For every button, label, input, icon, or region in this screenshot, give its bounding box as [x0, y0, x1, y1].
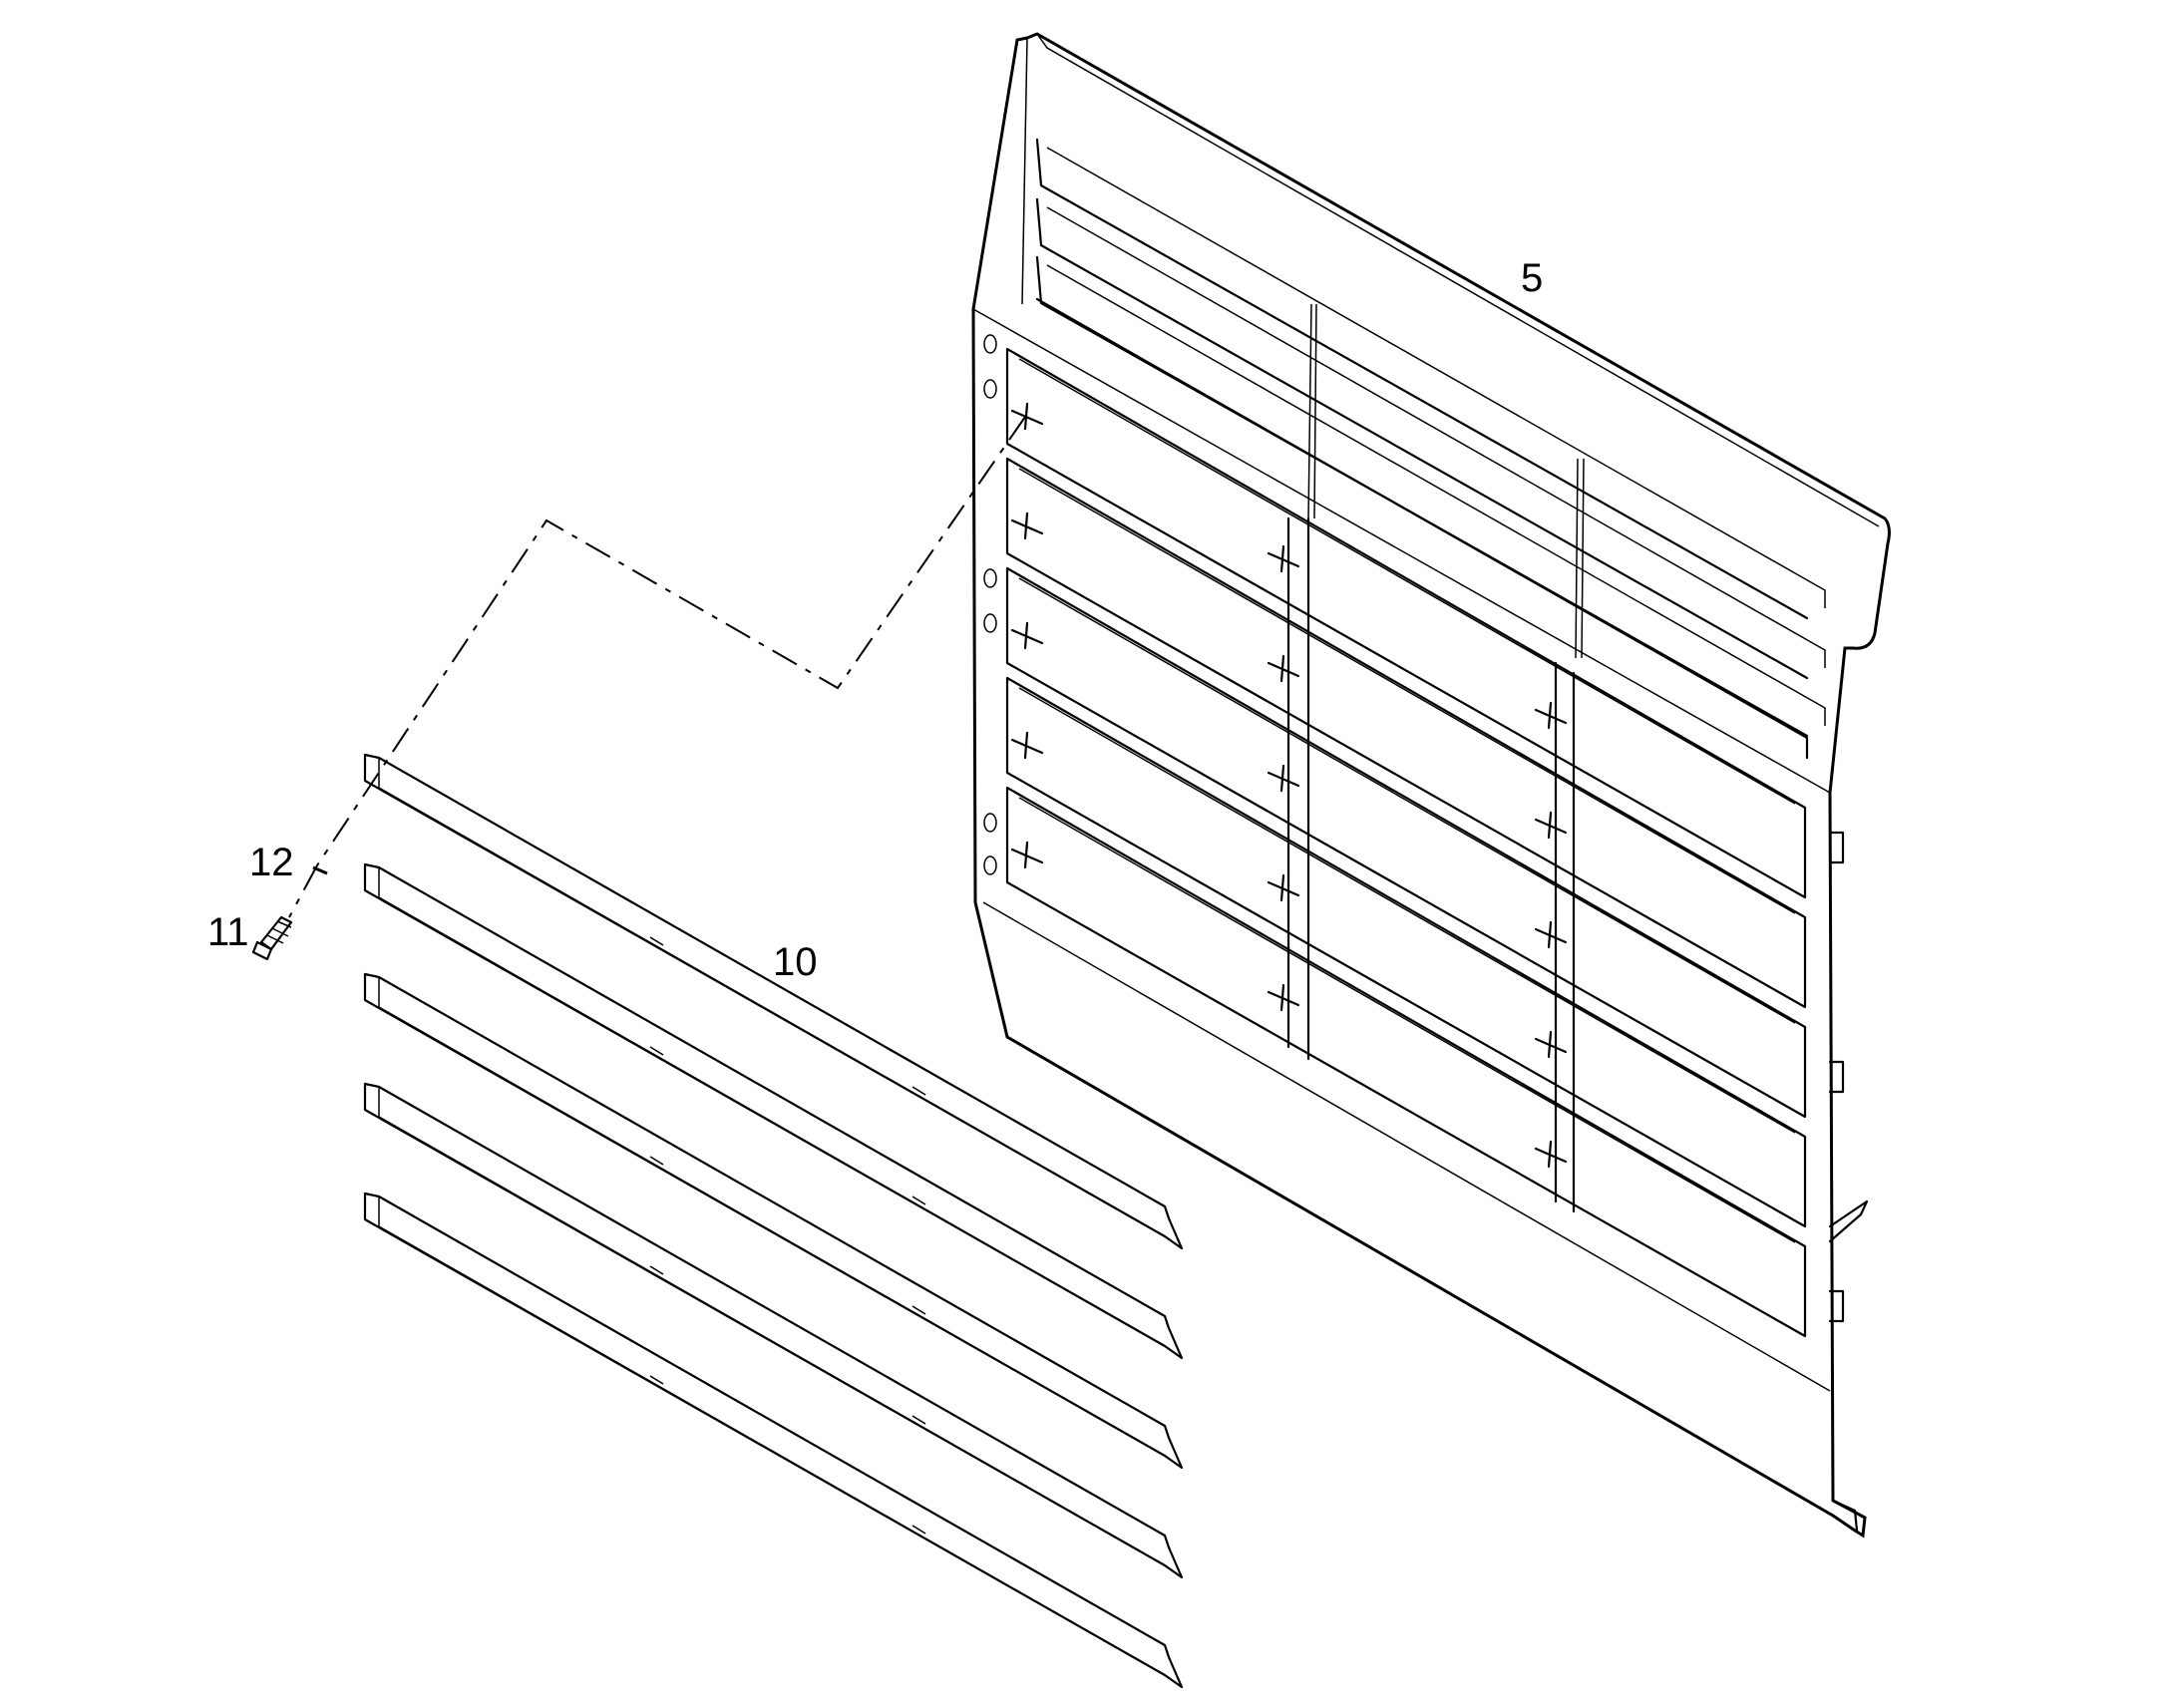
- slats: [363, 753, 1184, 1689]
- slat-clips: [1010, 402, 1568, 1169]
- right-side-tabs: [1828, 831, 1869, 1323]
- slat-3: [363, 972, 1184, 1470]
- callout-bolt: 11: [207, 910, 249, 954]
- bolt: [251, 915, 293, 961]
- slat-1: [363, 753, 1184, 1250]
- grille-panel: [971, 32, 1891, 1538]
- slat-5: [363, 1192, 1184, 1689]
- callout-slat: 10: [773, 940, 818, 984]
- slat-4: [363, 1082, 1184, 1579]
- mounting-holes: [983, 334, 997, 875]
- grille-windows: [1005, 347, 1807, 1338]
- slat-2: [363, 862, 1184, 1360]
- louver-fins: [1035, 138, 1826, 760]
- callout-washer: 12: [249, 841, 294, 884]
- callout-grille: 5: [1521, 256, 1543, 300]
- grille-outline: [971, 32, 1891, 1538]
- assembly-leader-line: [288, 416, 1026, 918]
